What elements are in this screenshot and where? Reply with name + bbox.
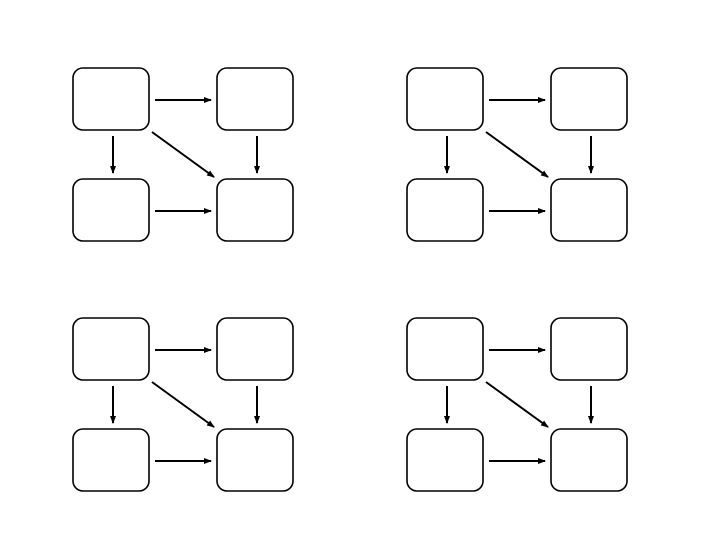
node-box-bottom-left xyxy=(72,428,150,492)
node-box-top-right xyxy=(550,317,628,381)
flow-diagram xyxy=(72,67,294,242)
node-box-top-left xyxy=(406,67,484,131)
node-box-top-right xyxy=(216,317,294,381)
arrow-top-left-to-bottom-right xyxy=(485,131,549,178)
arrow-top-left-to-bottom-right xyxy=(485,381,549,428)
node-box-top-left xyxy=(72,67,150,131)
node-box-bottom-right xyxy=(550,178,628,242)
node-box-bottom-right xyxy=(550,428,628,492)
node-box-top-right xyxy=(216,67,294,131)
node-box-bottom-left xyxy=(72,178,150,242)
node-box-bottom-left xyxy=(406,428,484,492)
node-box-bottom-right xyxy=(216,428,294,492)
flow-diagram xyxy=(406,317,628,492)
node-box-bottom-right xyxy=(216,178,294,242)
arrow-top-left-to-bottom-right xyxy=(151,131,215,178)
node-box-top-left xyxy=(406,317,484,381)
arrow-top-left-to-bottom-right xyxy=(151,381,215,428)
flow-diagram xyxy=(406,67,628,242)
node-box-top-right xyxy=(550,67,628,131)
node-box-top-left xyxy=(72,317,150,381)
node-box-bottom-left xyxy=(406,178,484,242)
flow-diagram xyxy=(72,317,294,492)
